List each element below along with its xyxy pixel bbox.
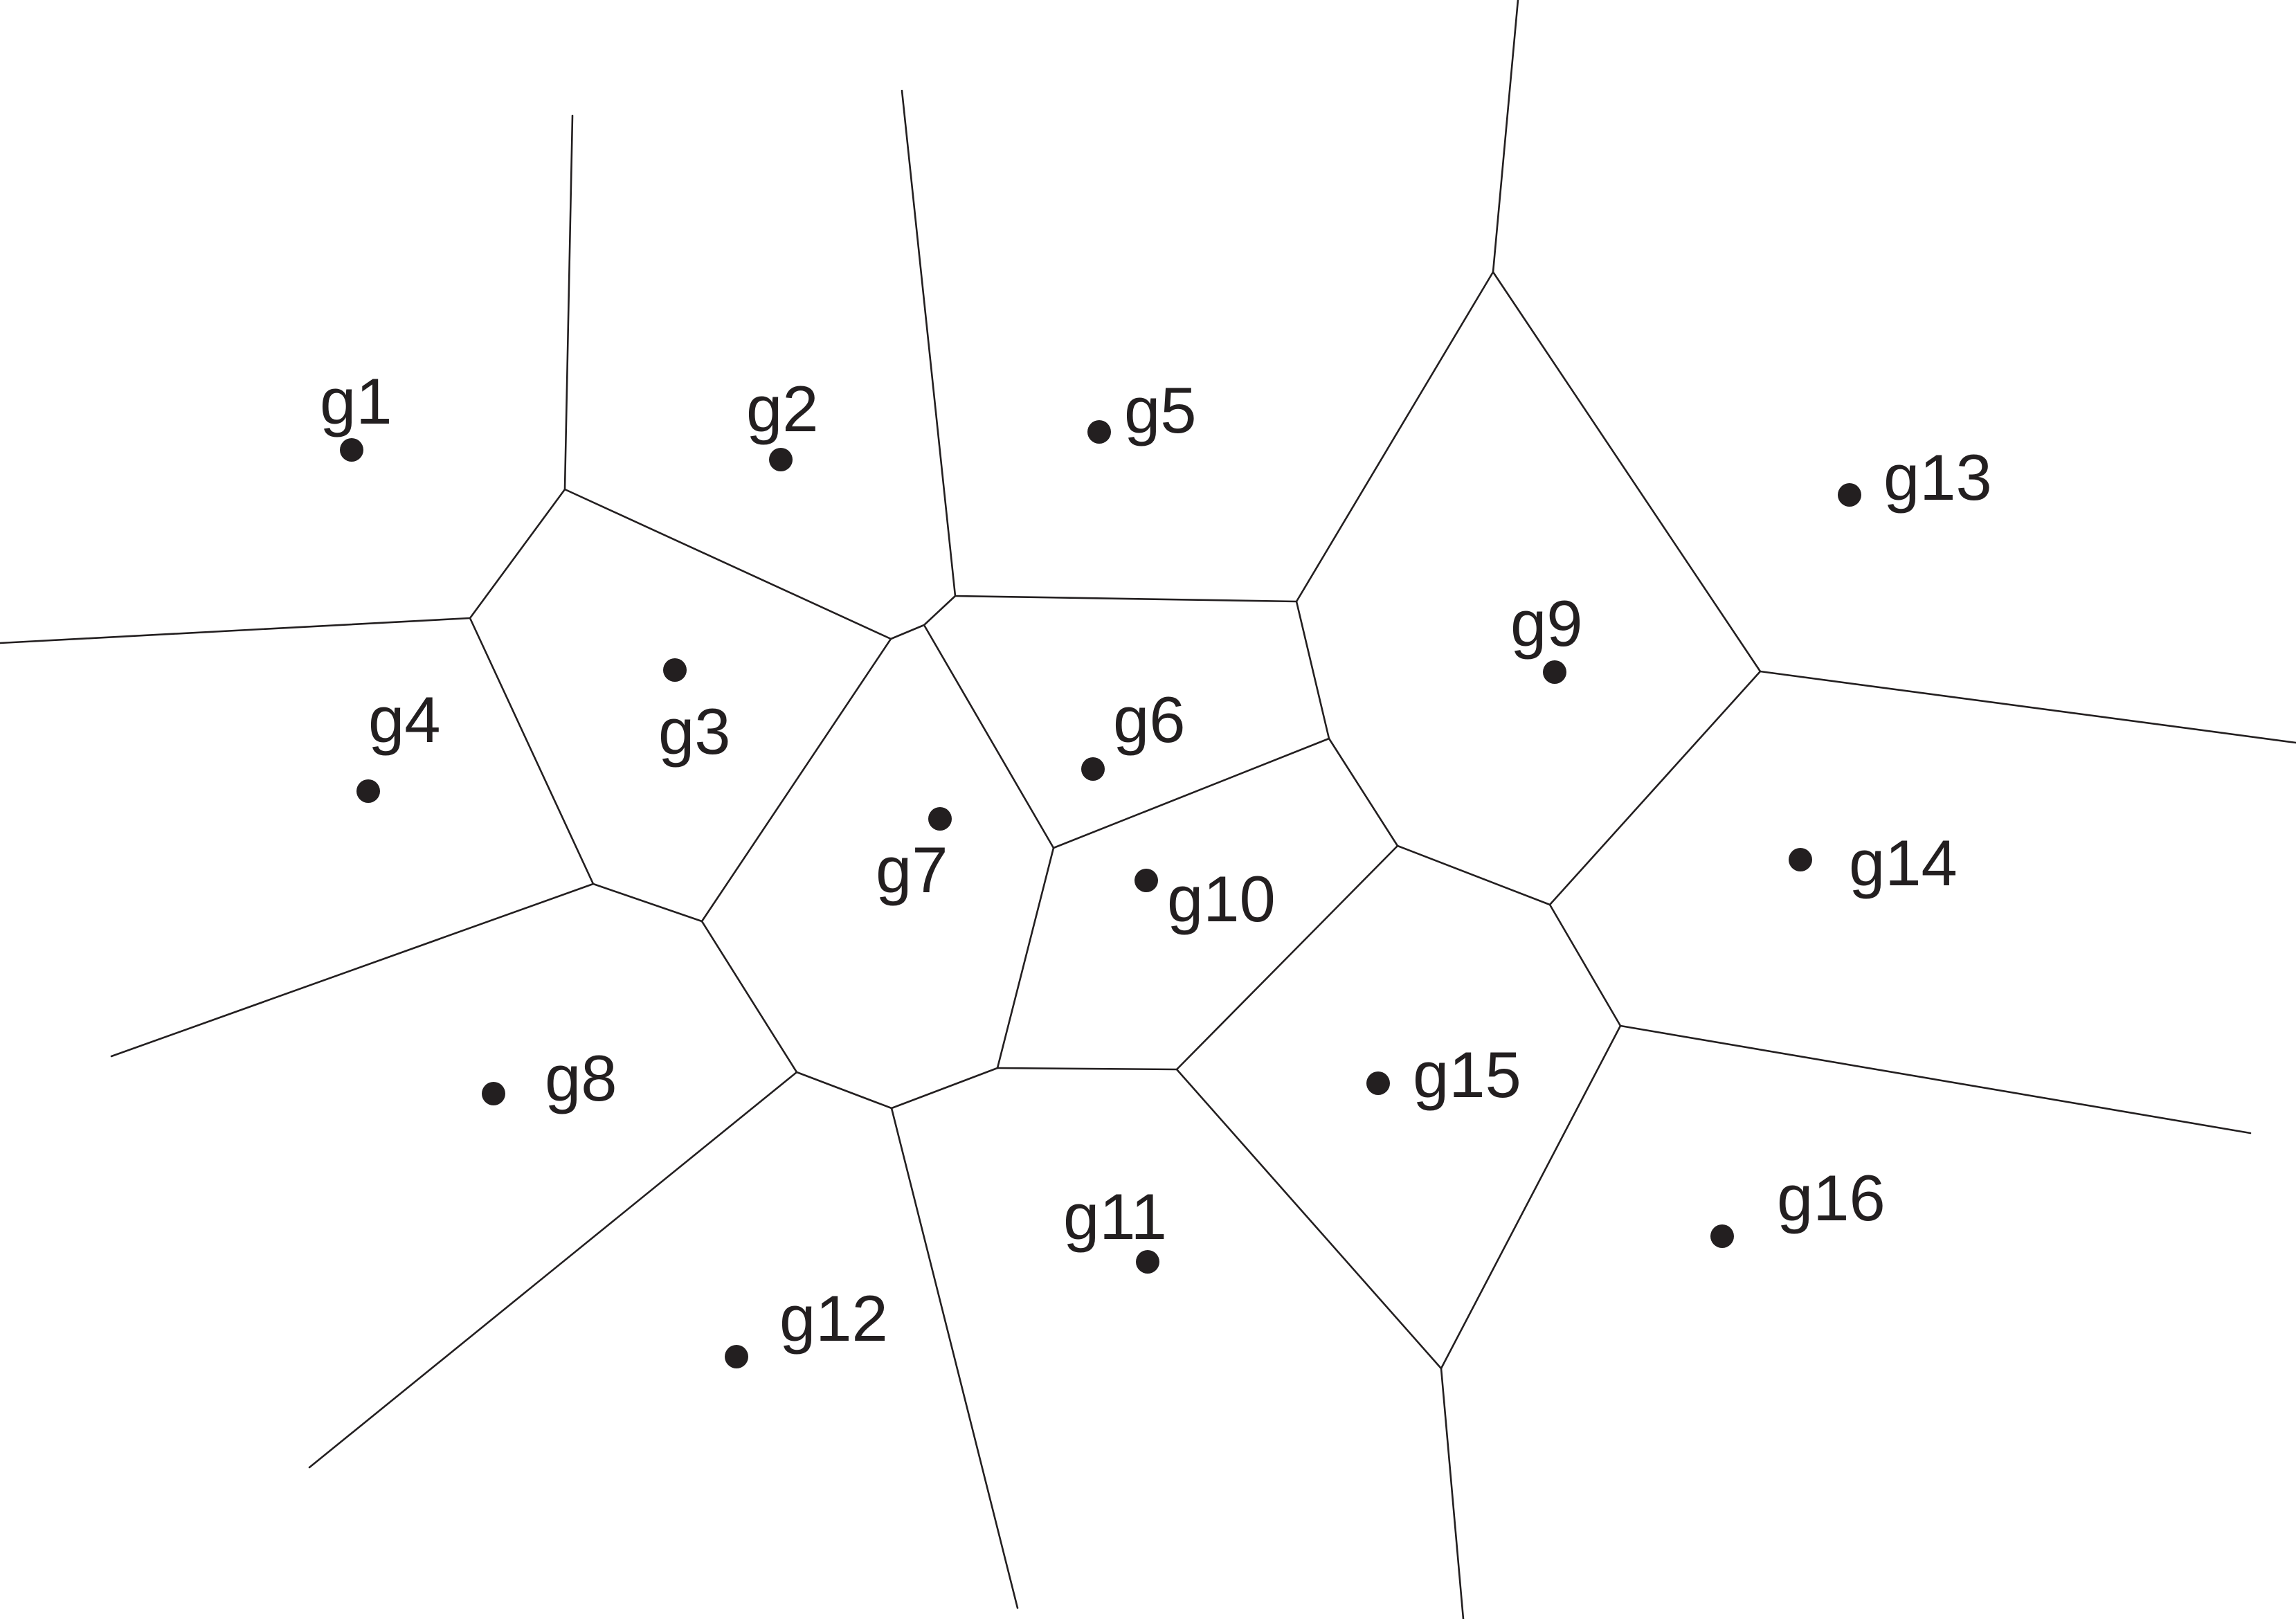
cell-edge: [996, 847, 1055, 1069]
generator-sites: g1 g2 g3 g4 g5 g6 g7: [320, 365, 1992, 1368]
cell-edge: [923, 595, 957, 626]
cell-edge: [1492, 0, 1519, 273]
cell-edge: [469, 617, 595, 885]
cell-edge: [1295, 600, 1330, 740]
site-g2: g2: [746, 372, 819, 471]
site-g3: g3: [658, 658, 731, 768]
site-g13: g13: [1838, 441, 1992, 514]
site-point: [1710, 1224, 1734, 1248]
site-label: g2: [746, 372, 819, 445]
site-point: [1543, 660, 1566, 684]
cell-edge: [1759, 670, 2296, 744]
site-g9: g9: [1510, 587, 1583, 684]
site-label: g8: [545, 1042, 617, 1114]
site-g7: g7: [876, 807, 952, 906]
site-label: g6: [1113, 683, 1186, 756]
cell-edge: [308, 1071, 798, 1469]
site-label: g3: [658, 695, 731, 768]
cell-edge: [1548, 670, 1762, 906]
site-label: g13: [1883, 441, 1992, 514]
cell-edge: [563, 114, 574, 491]
cell-edge: [469, 488, 566, 619]
site-label: g10: [1167, 862, 1276, 935]
cell-edge: [110, 883, 595, 1058]
site-label: g16: [1777, 1161, 1886, 1234]
site-point: [663, 658, 687, 682]
cell-edge: [592, 883, 703, 923]
site-g10: g10: [1135, 862, 1276, 935]
site-point: [1081, 757, 1105, 781]
site-label: g9: [1510, 587, 1583, 660]
cell-edge: [1052, 737, 1330, 849]
site-g4: g4: [356, 683, 441, 803]
site-g8: g8: [482, 1042, 617, 1114]
site-label: g7: [876, 833, 948, 906]
cell-edge: [1440, 1367, 1465, 1619]
site-point: [1136, 1250, 1159, 1274]
site-point: [928, 807, 952, 831]
cell-edge: [1619, 1024, 2252, 1134]
site-point: [1789, 848, 1812, 871]
site-label: g5: [1124, 374, 1197, 446]
site-point: [1135, 869, 1158, 892]
site-label: g1: [320, 365, 392, 437]
site-point: [769, 448, 793, 471]
cell-edge: [1175, 1068, 1443, 1370]
cell-edge: [890, 1067, 999, 1110]
site-label: g15: [1413, 1038, 1521, 1111]
site-g15: g15: [1366, 1038, 1521, 1111]
cell-edge: [923, 624, 1055, 849]
site-point: [1838, 483, 1861, 507]
site-label: g12: [779, 1282, 888, 1355]
site-g12: g12: [725, 1282, 888, 1368]
cell-edge: [563, 488, 892, 640]
site-point: [1087, 420, 1111, 444]
site-g16: g16: [1710, 1161, 1886, 1248]
cell-edge: [890, 1107, 1019, 1609]
site-g11: g11: [1063, 1180, 1167, 1274]
cell-edge: [1175, 844, 1399, 1071]
site-g14: g14: [1789, 826, 1958, 899]
cell-edge: [1396, 844, 1551, 906]
site-point: [1366, 1071, 1390, 1095]
cell-edge: [901, 89, 957, 597]
site-label: g4: [368, 683, 441, 756]
cell-edge: [700, 637, 892, 923]
site-point: [340, 438, 363, 462]
cell-edge: [996, 1067, 1178, 1071]
site-label: g11: [1063, 1180, 1167, 1253]
site-label: g14: [1849, 826, 1958, 899]
site-point: [356, 779, 380, 803]
site-point: [725, 1345, 748, 1368]
site-point: [482, 1082, 505, 1105]
cell-edge: [954, 595, 1298, 603]
site-g5: g5: [1087, 374, 1197, 446]
cell-edge: [795, 1071, 893, 1110]
cell-edge: [1492, 271, 1762, 673]
cell-edge: [889, 624, 925, 640]
cell-edge: [1328, 737, 1399, 847]
cell-edge: [700, 920, 798, 1074]
cell-edge: [0, 617, 471, 644]
cell-edge: [1548, 903, 1622, 1027]
site-g6: g6: [1081, 683, 1186, 781]
site-g1: g1: [320, 365, 392, 462]
cell-edge: [1440, 1024, 1622, 1370]
cell-edge: [1295, 271, 1494, 603]
